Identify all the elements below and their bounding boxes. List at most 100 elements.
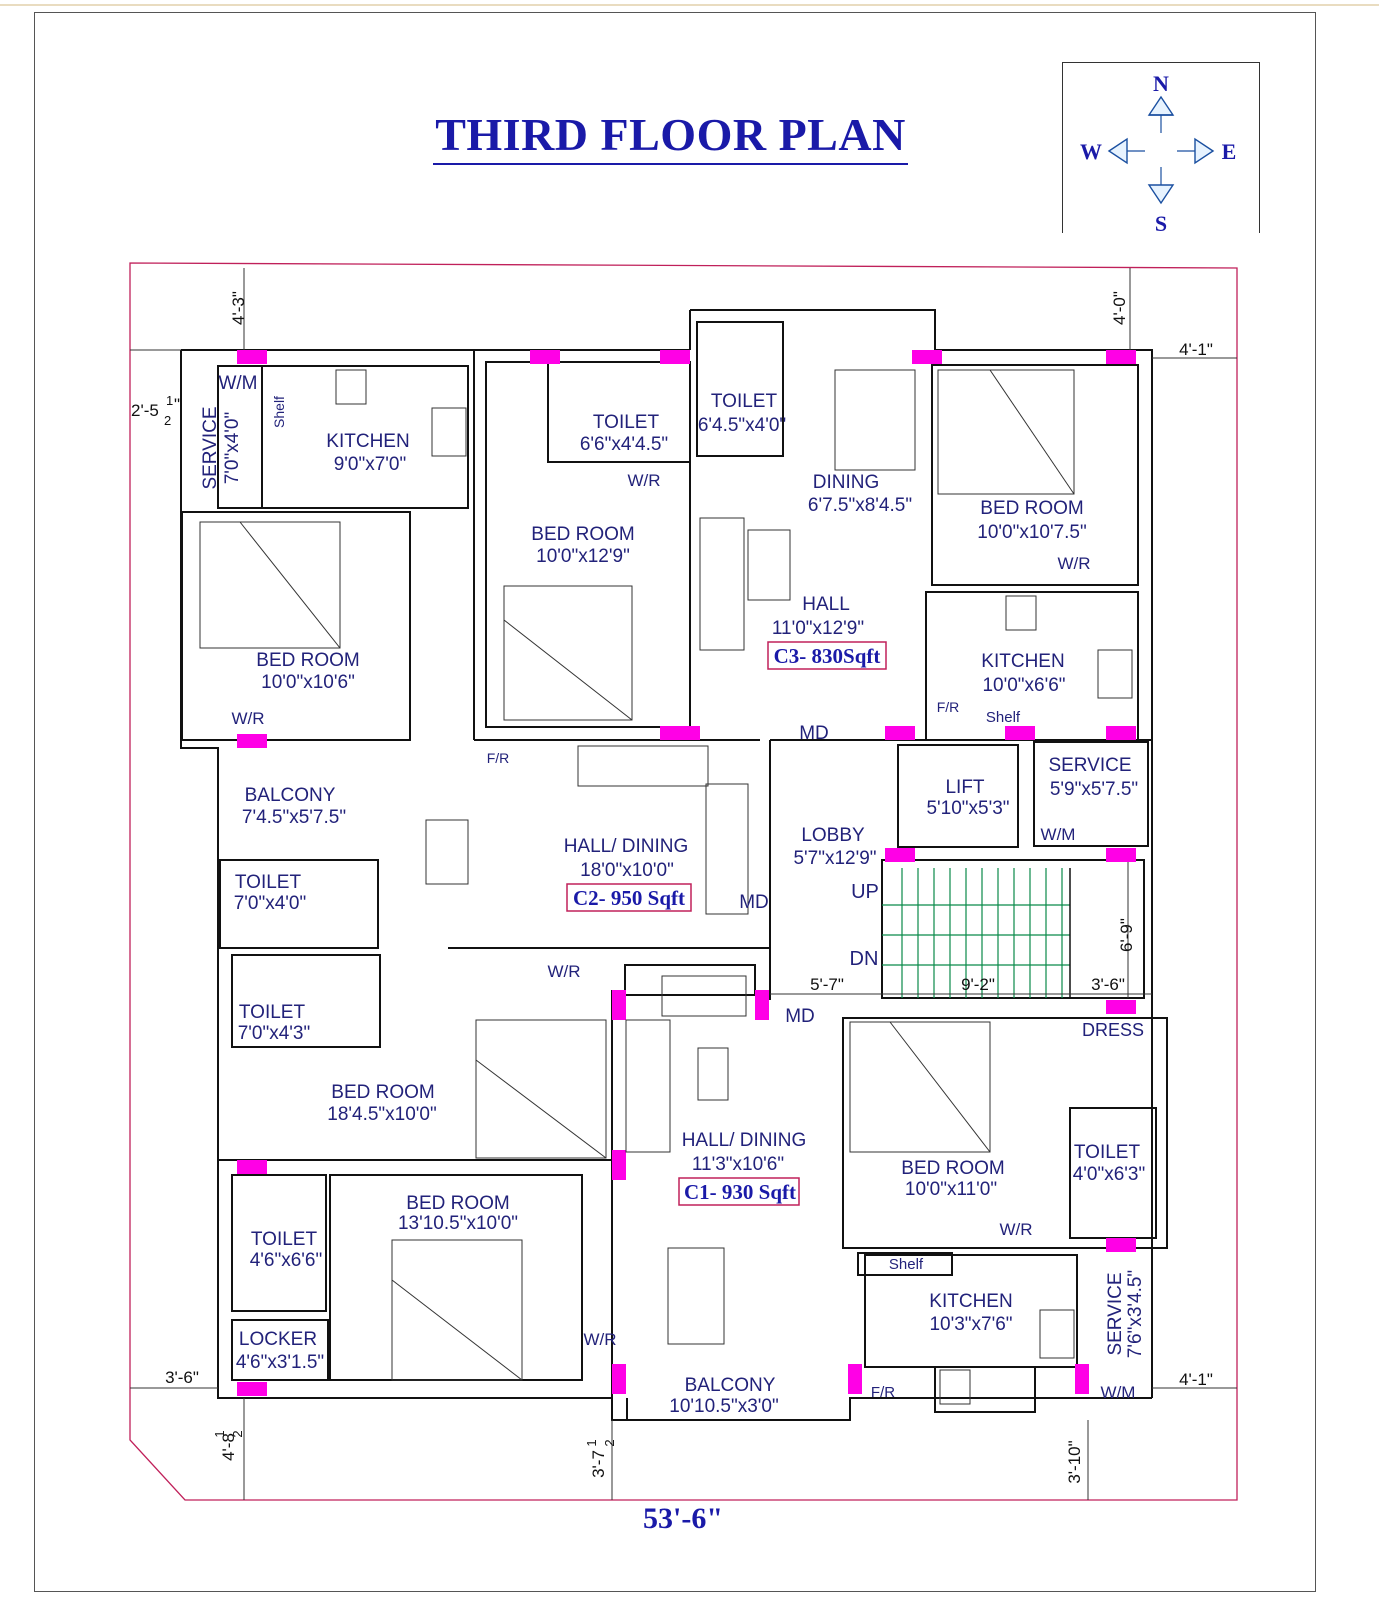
hall-c2-name: HALL/ DINING [564, 836, 689, 857]
bed-w-name: BED ROOM [256, 650, 359, 671]
kitchen-se-name: KITCHEN [929, 1291, 1012, 1312]
lobby-name: LOBBY [801, 825, 865, 846]
toilet-se-size: 4'0"x6'3" [1073, 1164, 1146, 1185]
bed-se-name: BED ROOM [901, 1158, 1004, 1179]
dim-left-side-frac-n: 1 [166, 393, 173, 408]
dim-right-bottom: 4'-1" [1179, 1370, 1213, 1389]
area-c3-label: C3- 830Sqft [774, 644, 881, 668]
bed-ne-name: BED ROOM [980, 498, 1083, 519]
dim-top-right: 4'-0" [1110, 291, 1129, 325]
area-c1-label: C1- 930 Sqft [684, 1180, 796, 1204]
lift-size: 5'10"x5'3" [926, 798, 1009, 819]
bed-ne-size: 10'0"x10'7.5" [977, 522, 1087, 543]
service-nw-size: 7'0"x4'0" [222, 412, 243, 485]
bed-mid-name: BED ROOM [331, 1082, 434, 1103]
wm-nw-label: W/M [218, 373, 257, 394]
dim-top-left: 4'-3" [229, 291, 248, 325]
fr-e-label: F/R [937, 699, 960, 715]
hall-c1-size: 11'3"x10'6" [692, 1154, 784, 1175]
dim-left-side-frac-d: 2 [164, 413, 171, 428]
overall-width: 53'-6" [643, 1502, 723, 1535]
md-c1-label: MD [785, 1006, 815, 1027]
bed-mid-size: 18'4.5"x10'0" [327, 1104, 437, 1125]
plan-title: THIRD FLOOR PLAN [433, 108, 908, 165]
shelf-nw-label: Shelf [271, 396, 287, 428]
wr-sw-label: W/R [583, 1330, 616, 1349]
dim-bottom-mid: 3'-7 [589, 1450, 608, 1478]
balcony-w-size: 7'4.5"x5'7.5" [242, 807, 346, 828]
dim-bottom-mid-frac-n: 1 [584, 1439, 599, 1446]
dim-bottom-right: 3'-10" [1065, 1440, 1084, 1483]
toilet-se-name: TOILET [1074, 1142, 1141, 1163]
stair-dn-label: DN [850, 948, 879, 970]
columns [237, 350, 1136, 1396]
dining-c3-size: 6'7.5"x8'4.5" [808, 495, 912, 516]
compass-e: E [1222, 139, 1237, 164]
shelf-e-label: Shelf [986, 709, 1021, 726]
wr-top-label: W/R [627, 471, 660, 490]
balcony-w-name: BALCONY [245, 785, 336, 806]
dining-c3-name: DINING [813, 472, 880, 493]
dim-bottom-left: 4'-8 [219, 1433, 238, 1461]
bed-w-size: 10'0"x10'6" [261, 672, 355, 693]
furniture [199, 369, 1133, 1405]
toilet-w1-size: 7'0"x4'0" [234, 893, 307, 914]
dim-left-bottom: 3'-6" [165, 1368, 199, 1387]
hall-c1-name: HALL/ DINING [682, 1130, 807, 1151]
dimension-lines [130, 268, 1237, 1500]
toilet-w1-name: TOILET [235, 872, 302, 893]
balcony-s-size: 10'10.5"x3'0" [669, 1396, 779, 1417]
toilet-sw-name: TOILET [251, 1229, 318, 1250]
fr-s-label: F/R [871, 1384, 895, 1401]
toilet-top2-size: 6'4.5"x4'0" [698, 415, 786, 436]
kitchen-nw-size: 9'0"x7'0" [334, 454, 407, 475]
wr-se-label: W/R [999, 1220, 1032, 1239]
toilet-top1-name: TOILET [593, 412, 660, 433]
bed-se-size: 10'0"x11'0" [905, 1179, 997, 1200]
site-boundary [129, 262, 1238, 1501]
bed-c2top-size: 10'0"x12'9" [536, 546, 630, 567]
toilet-top1-size: 6'6"x4'4.5" [580, 434, 668, 455]
bed-c2top-name: BED ROOM [531, 524, 634, 545]
service-e-size: 5'9"x5'7.5" [1050, 779, 1138, 800]
toilet-sw-size: 4'6"x6'6" [250, 1250, 323, 1271]
service-se-name: SERVICE [1105, 1272, 1126, 1355]
wr-w-label: W/R [231, 709, 264, 728]
compass-box: N S W E [1062, 62, 1260, 236]
service-se-size: 7'6"x3'4.5" [1125, 1270, 1146, 1358]
area-c1-box [678, 1177, 800, 1206]
wm-s-label: W/M [1101, 1383, 1136, 1402]
area-c2-box [566, 883, 692, 912]
dim-bottom-left-frac-n: 1 [212, 1430, 227, 1437]
dim-left-side-close: " [174, 395, 180, 414]
dim-lobby-width: 5'-7" [810, 975, 844, 994]
kitchen-e-size: 10'0"x6'6" [982, 675, 1065, 696]
dim-bottom-mid-frac-d: 2 [602, 1439, 617, 1446]
md-top-label: MD [799, 723, 829, 744]
balcony-s-name: BALCONY [685, 1375, 776, 1396]
wm-e-label: W/M [1041, 825, 1076, 844]
fr-c2-label: F/R [487, 750, 510, 766]
bed-sw-name: BED ROOM [406, 1193, 509, 1214]
stair-up-label: UP [851, 881, 879, 903]
area-c3-box [767, 641, 887, 670]
toilet-w2-size: 7'0"x4'3" [238, 1023, 311, 1044]
toilet-w2-name: TOILET [239, 1002, 306, 1023]
wr-ne-label: W/R [1057, 554, 1090, 573]
compass-w: W [1080, 139, 1102, 164]
dim-bottom-left-frac-d: 2 [230, 1430, 245, 1437]
hall-c2-size: 18'0"x10'0" [580, 860, 674, 881]
dim-right-top: 4'-1" [1179, 340, 1213, 359]
locker-size: 4'6"x3'1.5" [236, 1352, 324, 1373]
wr-mid-label: W/R [547, 962, 580, 981]
drawing-frame [34, 12, 1316, 1592]
dress-label: DRESS [1082, 1020, 1144, 1040]
dim-left-side: 2'-5 [131, 401, 159, 420]
compass-s: S [1155, 211, 1167, 233]
lobby-size: 5'7"x12'9" [793, 848, 876, 869]
locker-name: LOCKER [239, 1329, 317, 1350]
kitchen-se-size: 10'3"x7'6" [929, 1314, 1012, 1335]
lift-name: LIFT [945, 777, 984, 798]
service-e-name: SERVICE [1048, 755, 1131, 776]
